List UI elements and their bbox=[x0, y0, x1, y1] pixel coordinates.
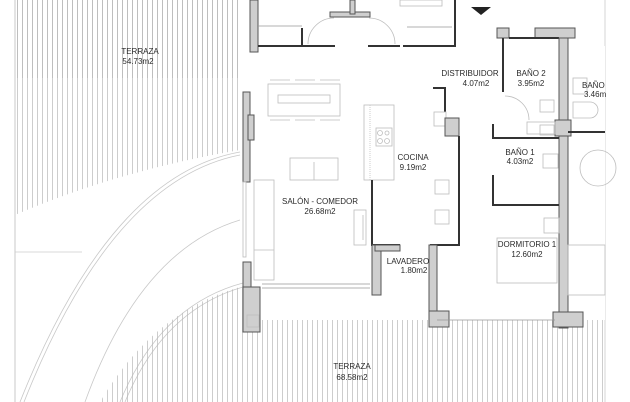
area-cocina: 9.19m2 bbox=[400, 163, 427, 172]
terrace-north-decking bbox=[15, 0, 240, 215]
salon-furniture bbox=[253, 79, 370, 289]
area-salon-comedor: 26.68m2 bbox=[304, 207, 336, 216]
label-lavadero: LAVADERO bbox=[387, 257, 429, 266]
label-terraza-sur: TERRAZA bbox=[333, 362, 371, 371]
label-salon-comedor: SALÓN - COMEDOR bbox=[282, 197, 358, 206]
area-lavadero: 1.80m2 bbox=[401, 266, 428, 275]
area-terraza-norte: 54.73m2 bbox=[122, 57, 154, 66]
label-distribuidor: DISTRIBUIDOR bbox=[441, 69, 499, 78]
area-bano-1: 4.03m2 bbox=[507, 157, 534, 166]
label-dormitorio-1: DORMITORIO 1 bbox=[498, 240, 557, 249]
area-dormitorio-1: 12.60m2 bbox=[511, 250, 543, 259]
label-bano-3: BAÑO bbox=[582, 81, 605, 90]
label-bano-1: BAÑO 1 bbox=[505, 148, 535, 157]
bath-block bbox=[437, 27, 617, 329]
label-terraza-norte: TERRAZA bbox=[121, 47, 159, 56]
room-labels: TERRAZA 54.73m2 DISTRIBUIDOR 4.07m2 BAÑO… bbox=[121, 47, 606, 382]
label-cocina: COCINA bbox=[397, 153, 429, 162]
interior-floor bbox=[250, 0, 605, 320]
salon-west-wall bbox=[242, 91, 261, 333]
label-bano-2: BAÑO 2 bbox=[516, 69, 546, 78]
lavadero-walls bbox=[371, 244, 450, 328]
area-distribuidor: 4.07m2 bbox=[463, 79, 490, 88]
area-bano-2: 3.95m2 bbox=[518, 79, 545, 88]
area-bano-3: 3.46m bbox=[584, 90, 607, 99]
upper-rooms bbox=[249, 0, 456, 53]
area-terraza-sur: 68.58m2 bbox=[336, 373, 368, 382]
north-marker-icon bbox=[471, 7, 491, 15]
